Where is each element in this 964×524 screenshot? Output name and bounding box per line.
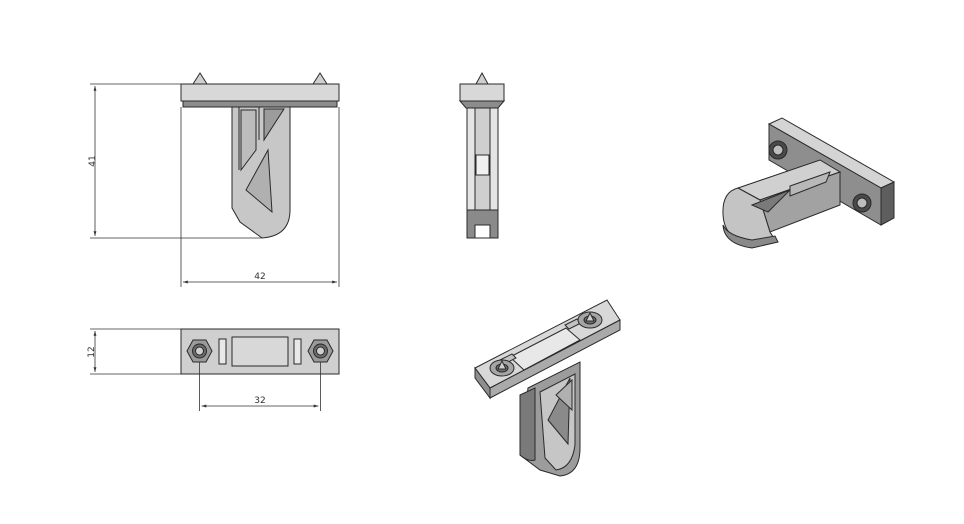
side-view xyxy=(458,71,506,239)
dim-thickness-label: 12 xyxy=(87,346,97,357)
top-view-dimensions xyxy=(90,328,321,411)
top-view xyxy=(180,328,340,375)
dim-hole-spacing-label: 32 xyxy=(254,396,265,406)
front-view xyxy=(180,72,340,239)
dim-width-label: 42 xyxy=(254,272,265,282)
iso-view-top xyxy=(722,117,896,249)
dim-height-label: 41 xyxy=(88,155,98,166)
iso-view-bottom xyxy=(474,299,621,477)
front-view-dimensions xyxy=(90,83,340,287)
